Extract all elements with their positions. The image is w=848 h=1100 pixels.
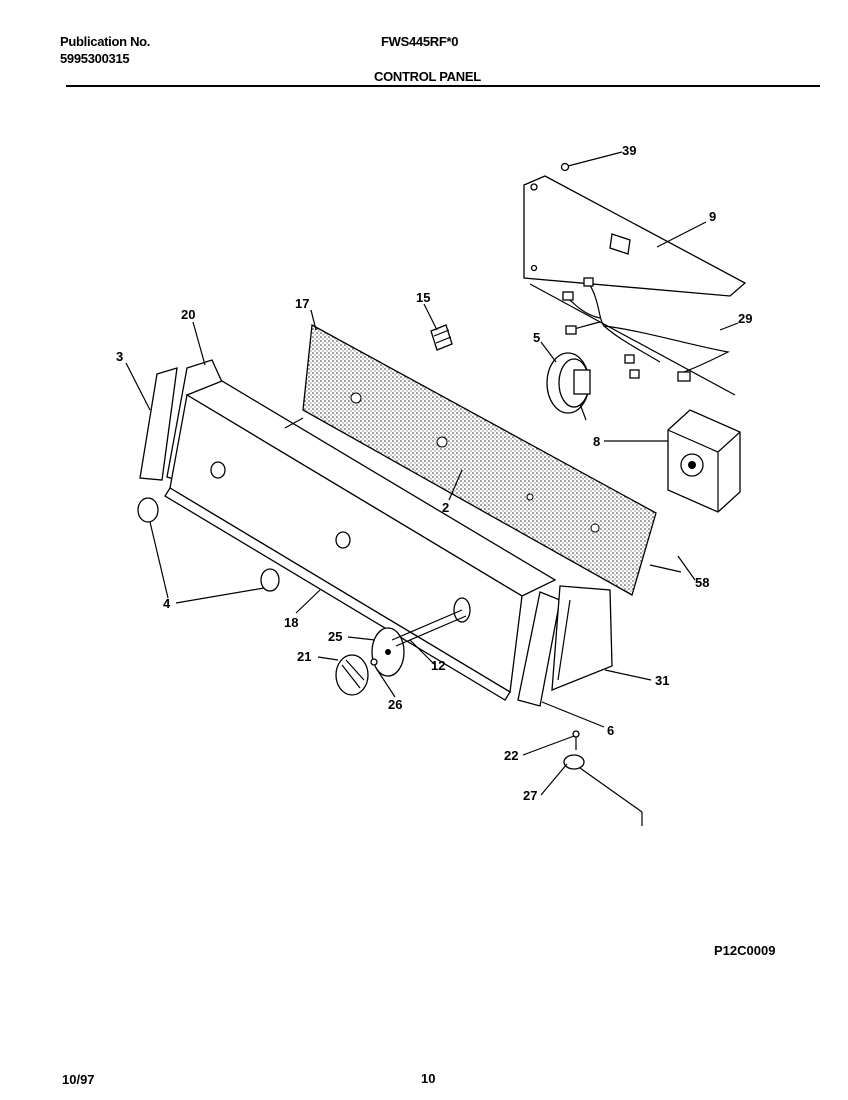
callout-5: 5 [533, 330, 540, 345]
wire-harness-part [562, 277, 730, 382]
callout-39: 39 [622, 143, 636, 158]
callout-29: 29 [738, 311, 752, 326]
callout-18: 18 [284, 615, 298, 630]
callout-2: 2 [442, 500, 449, 515]
control-panel-back-part [302, 323, 657, 596]
harness-board-part [523, 175, 747, 396]
callout-3: 3 [116, 349, 123, 364]
selector-knob-part [335, 654, 369, 696]
publication-number: 5995300315 [60, 51, 130, 66]
callout-31: 31 [655, 673, 669, 688]
leader-lines [125, 221, 739, 796]
figure-code: P12C0009 [714, 943, 776, 958]
callout-8: 8 [593, 434, 600, 449]
screw-clip-part [563, 730, 643, 826]
callout-25: 25 [328, 629, 342, 644]
knob-part [137, 497, 280, 592]
shaft-part [391, 609, 467, 647]
timer-part [667, 409, 741, 513]
callout-21: 21 [297, 649, 311, 664]
section-title: CONTROL PANEL [374, 69, 481, 84]
control-console-part [164, 380, 557, 701]
dial-part [370, 627, 405, 677]
switch-part [430, 324, 453, 351]
page-number: 10 [421, 1071, 436, 1086]
header-rule [66, 85, 820, 87]
callout-4: 4 [163, 596, 171, 611]
right-end-cap-part [517, 585, 613, 707]
callout-27: 27 [523, 788, 537, 803]
callout-20: 20 [181, 307, 195, 322]
callout-9: 9 [709, 209, 716, 224]
callout-6: 6 [607, 723, 614, 738]
model-number: FWS445RF*0 [381, 34, 459, 49]
screw-part [560, 151, 623, 172]
callout-26: 26 [388, 697, 402, 712]
callout-12: 12 [431, 658, 445, 673]
pressure-switch-part [546, 352, 591, 421]
publication-date: 10/97 [62, 1072, 95, 1087]
callout-15: 15 [416, 290, 430, 305]
callout-17: 17 [295, 296, 309, 311]
publication-label: Publication No. [60, 34, 151, 49]
callout-22: 22 [504, 748, 518, 763]
callout-58: 58 [695, 575, 709, 590]
